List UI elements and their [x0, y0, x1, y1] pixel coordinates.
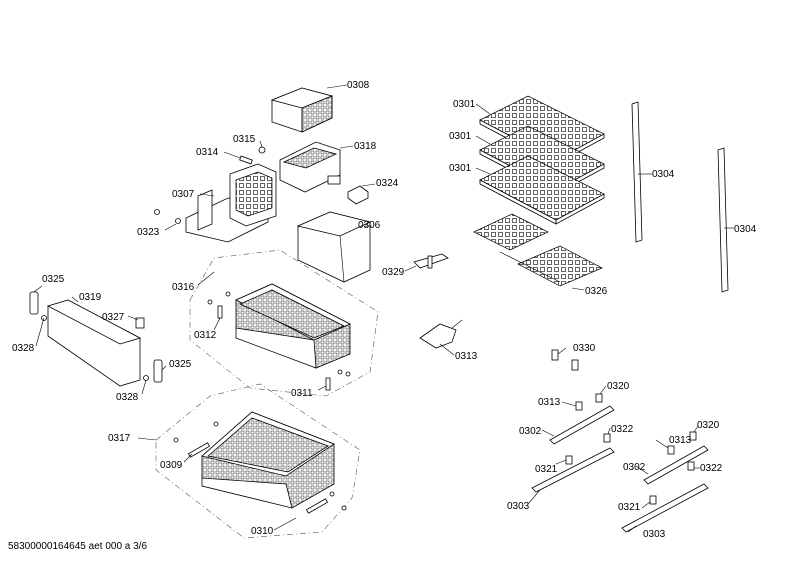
boundary-0316 — [189, 249, 379, 397]
label-0301-bottom: 0301 — [449, 163, 472, 174]
part-0306-bin — [296, 211, 372, 283]
label-0310: 0310 — [251, 526, 274, 537]
part-0323-screws — [154, 209, 181, 231]
label-0321-right: 0321 — [618, 502, 641, 513]
part-0316-drawer — [235, 283, 351, 369]
document-footer-code: 58300000164645 aet 000 a 3/6 — [8, 541, 148, 552]
label-0313-scoop: 0313 — [455, 351, 478, 362]
part-0312-0311-brackets — [207, 291, 351, 391]
label-0326: 0326 — [585, 286, 608, 297]
label-0318: 0318 — [354, 141, 377, 152]
label-0322-right: 0322 — [700, 463, 723, 474]
label-0301-middle: 0301 — [449, 131, 472, 142]
parts-0302-0303-slides-left — [527, 385, 615, 505]
label-0328-bottom: 0328 — [116, 392, 139, 403]
label-0309: 0309 — [160, 460, 183, 471]
label-0301-top: 0301 — [453, 99, 476, 110]
parts-0330-brackets — [551, 347, 579, 371]
label-0302-right: 0302 — [623, 462, 646, 473]
label-0316: 0316 — [172, 282, 195, 293]
label-0304-right: 0304 — [734, 224, 757, 235]
label-0311: 0311 — [291, 388, 313, 399]
part-0301-shelf-3 — [475, 155, 605, 225]
label-0303-right: 0303 — [643, 529, 666, 540]
label-0313-left: 0313 — [538, 397, 561, 408]
label-0325-top: 0325 — [42, 274, 65, 285]
label-0320-left: 0320 — [607, 381, 630, 392]
label-0306: 0306 — [358, 220, 381, 231]
label-0303-left: 0303 — [507, 501, 530, 512]
label-0319: 0319 — [79, 292, 102, 303]
label-0325-bottom: 0325 — [169, 359, 192, 370]
part-labels: 0308 0315 0314 0318 0324 0307 0323 0306 … — [12, 80, 757, 540]
label-0313-right: 0313 — [669, 435, 692, 446]
label-0327: 0327 — [102, 312, 125, 323]
label-0314: 0314 — [196, 147, 219, 158]
label-0317: 0317 — [108, 433, 131, 444]
part-0304-rails — [631, 101, 734, 293]
label-0321-left: 0321 — [535, 464, 558, 475]
label-0329: 0329 — [382, 267, 405, 278]
part-0309-0310-brackets — [173, 421, 347, 531]
part-0317-drawer — [201, 411, 335, 509]
label-0304-left: 0304 — [652, 169, 675, 180]
part-0325-0328-0327-clips — [29, 285, 167, 395]
part-0318-ice-maker — [279, 141, 354, 193]
label-0307: 0307 — [172, 189, 195, 200]
part-0307-housing — [185, 163, 277, 243]
label-0320-right: 0320 — [697, 420, 720, 431]
label-0330: 0330 — [573, 343, 596, 354]
label-0302-left: 0302 — [519, 426, 542, 437]
label-0315: 0315 — [233, 134, 256, 145]
part-0313-scoop — [419, 319, 463, 356]
label-0322-left: 0322 — [611, 424, 634, 435]
part-0308-ice-bucket — [270, 84, 348, 133]
boundary-0317 — [155, 383, 361, 539]
part-0324-clip — [347, 183, 376, 205]
label-0328-top: 0328 — [12, 343, 35, 354]
label-0312: 0312 — [194, 330, 217, 341]
part-0326-split-shelf — [473, 213, 603, 291]
part-0319-front-panel — [46, 296, 142, 387]
parts-0302-0303-slides-right — [621, 425, 709, 533]
part-0329-rail — [404, 253, 449, 272]
label-0308: 0308 — [347, 80, 370, 91]
part-0315-0314-screws — [223, 140, 266, 165]
label-0324: 0324 — [376, 178, 399, 189]
label-0323: 0323 — [137, 227, 160, 238]
